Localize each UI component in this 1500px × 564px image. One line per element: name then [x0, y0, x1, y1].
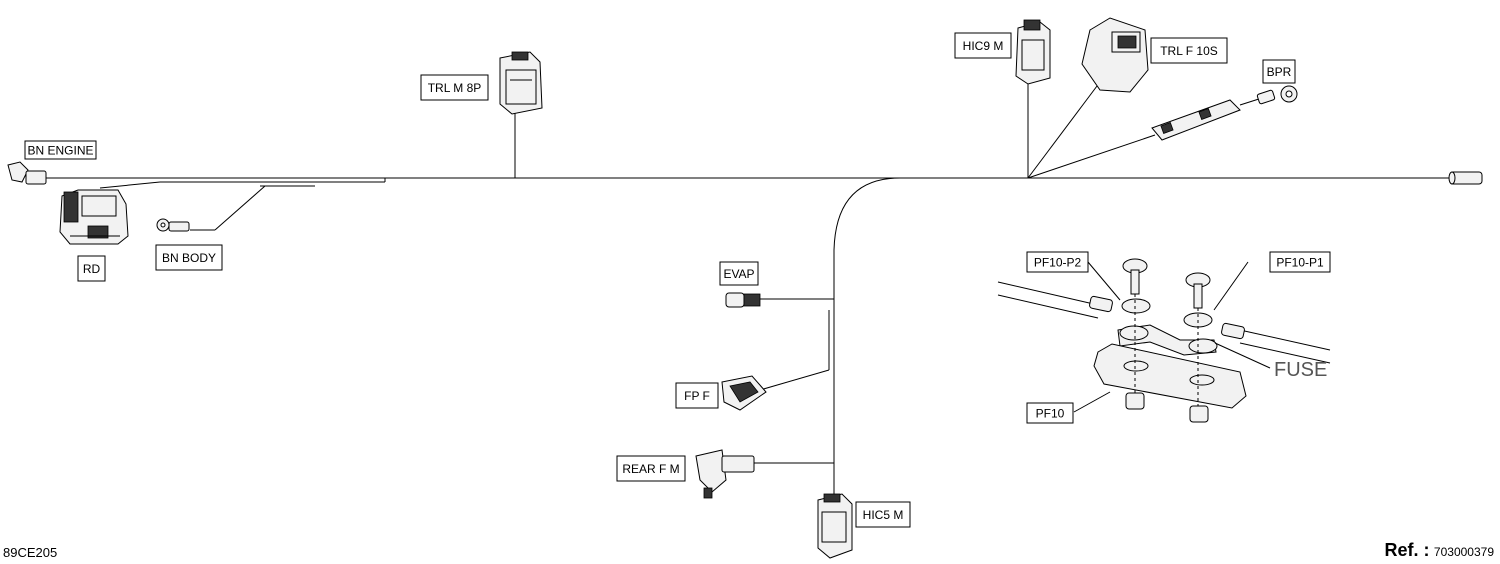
label-bpr-text: BPR [1267, 65, 1292, 79]
bn-engine-ring-terminal [7, 161, 47, 185]
rear-f-m-connector [695, 449, 755, 499]
label-bpr: BPR [1262, 59, 1296, 84]
label-pf10-p2: PF10-P2 [1026, 251, 1089, 273]
ref-number: 703000379 [1433, 545, 1494, 559]
bn-body-ring-terminal [156, 218, 190, 232]
label-fuse-text: FUSE [1274, 359, 1327, 381]
pf10-fuse-assembly [997, 258, 1331, 423]
right-end-terminal [1448, 171, 1483, 185]
main-harness-trunk [45, 177, 1450, 548]
label-bn-engine: BN ENGINE [24, 140, 97, 160]
label-hic5-m-text: HIC5 M [863, 508, 904, 522]
reference-number: Ref. : 703000379 [1384, 540, 1494, 561]
label-hic5-m: HIC5 M [855, 501, 911, 528]
label-fuse: FUSE [1274, 359, 1327, 381]
label-trl-m-8p: TRL M 8P [420, 74, 489, 101]
label-bn-engine-text: BN ENGINE [27, 144, 93, 158]
bpr-fuse-holder [1151, 85, 1298, 141]
label-rd: RD [77, 255, 106, 282]
label-fp-f: FP F [675, 382, 719, 409]
label-trl-m-8p-text: TRL M 8P [428, 81, 482, 95]
label-pf10-text: PF10 [1036, 407, 1065, 421]
label-hic9-m: HIC9 M [954, 32, 1012, 59]
label-rd-text: RD [83, 262, 101, 276]
trl-f-10s-connector [1081, 17, 1149, 93]
label-pf10-p2-text: PF10-P2 [1034, 256, 1082, 270]
fp-f-connector [721, 375, 767, 411]
label-rear-f-m: REAR F M [616, 455, 686, 482]
rd-component [59, 189, 129, 245]
label-evap-text: EVAP [723, 267, 754, 281]
label-evap: EVAP [719, 261, 759, 286]
ref-label: Ref. : [1384, 540, 1430, 560]
label-pf10: PF10 [1026, 402, 1074, 424]
label-pf10-p1: PF10-P1 [1269, 251, 1331, 273]
label-bn-body-text: BN BODY [162, 251, 216, 265]
evap-connector [725, 292, 761, 308]
hic9-m-connector [1015, 19, 1051, 85]
label-bn-body: BN BODY [155, 244, 223, 271]
hic5-m-connector [817, 493, 853, 559]
leader-lines [99, 80, 1156, 464]
label-trl-f-10s-text: TRL F 10S [1160, 44, 1218, 58]
label-hic9-m-text: HIC9 M [963, 39, 1004, 53]
label-pf10-p1-text: PF10-P1 [1276, 256, 1324, 270]
label-rear-f-m-text: REAR F M [622, 462, 679, 476]
diagram-code: 89CE205 [3, 545, 58, 560]
label-fp-f-text: FP F [684, 389, 710, 403]
trl-m-8p-connector [499, 51, 543, 115]
label-trl-f-10s: TRL F 10S [1150, 37, 1228, 64]
